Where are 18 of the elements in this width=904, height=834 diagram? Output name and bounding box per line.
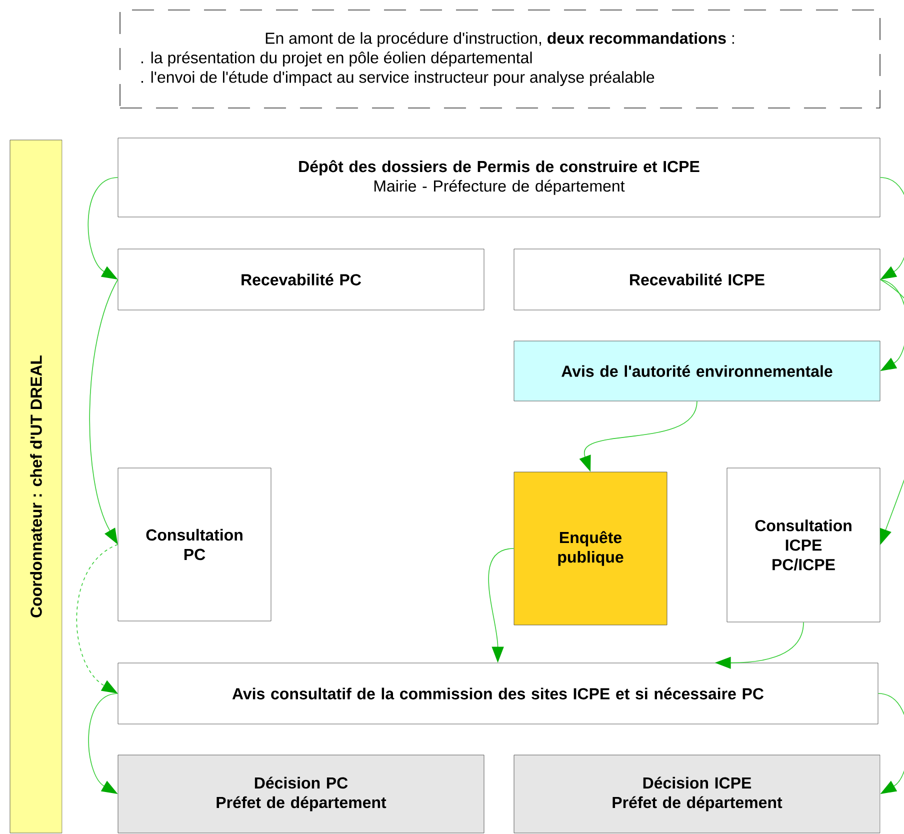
arrow: [76, 544, 118, 694]
process-box: Recevabilité ICPE: [514, 248, 880, 310]
arrow: [88, 177, 118, 280]
arrow: [880, 279, 904, 371]
process-box: Recevabilité PC: [118, 248, 484, 310]
process-box: Décision ICPE Préfet de département: [514, 754, 880, 834]
note-box: En amont de la procédure d'instruction, deux recommandations : . la présentation du projet en pôle éolien départemental . l'envoi de l'étude d'impact au service instructeur pour analyse préalable: [120, 10, 880, 108]
arrow: [880, 177, 904, 280]
process-box: Consultation ICPE PC/ICPE: [726, 468, 880, 622]
process-box: Consultation PC: [118, 468, 272, 622]
process-box: Décision PC Préfet de département: [118, 754, 484, 834]
arrow: [878, 693, 904, 794]
process-box: Avis de l'autorité environnementale: [514, 340, 880, 402]
arrow: [88, 693, 118, 794]
process-box: Dépôt des dossiers de Permis de construire et ICPE Mairie - Préfecture de département: [118, 138, 880, 218]
coordinator-bar: Coordonnateur : chef d'UT DREAL: [10, 140, 62, 834]
process-box: Avis consultatif de la commission des sites ICPE et si nécessaire PC: [118, 662, 878, 724]
process-box: Enquête publique: [514, 472, 668, 626]
